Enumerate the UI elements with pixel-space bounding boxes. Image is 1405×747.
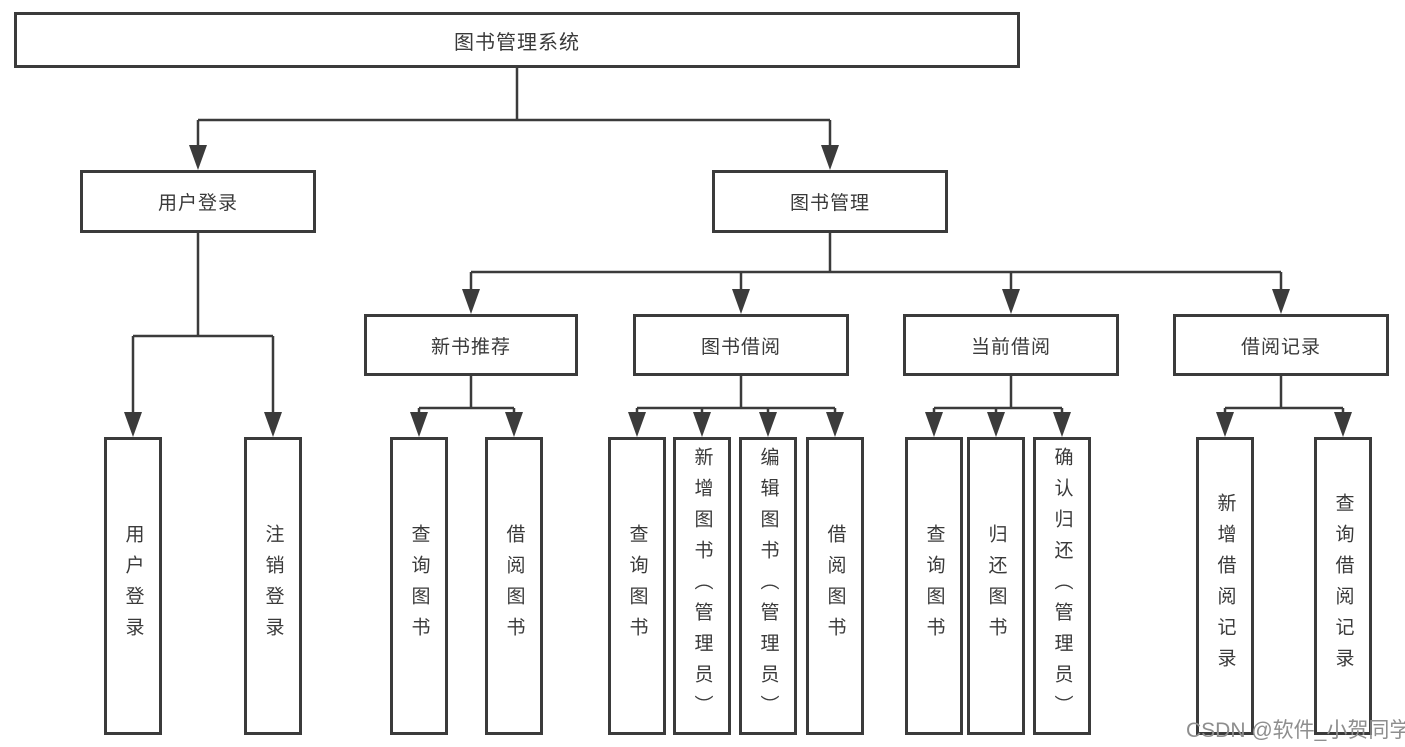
- leaf-query-borrow-record-label: 查询借阅记录: [1332, 493, 1354, 679]
- arrowhead-icon: [1334, 412, 1352, 437]
- leaf-return-book-label: 归还图书: [985, 524, 1007, 648]
- leaf-borrow-books-recommend-label: 借阅图书: [503, 524, 525, 648]
- leaf-confirm-return-admin-label: 确认归还（管理员）: [1051, 446, 1073, 726]
- node-book-borrow: 图书借阅: [633, 314, 849, 376]
- arrowhead-icon: [821, 145, 839, 170]
- leaf-user-login: 用户登录: [104, 437, 162, 735]
- leaf-return-book: 归还图书: [967, 437, 1025, 735]
- edge-borrow-record-split: [1223, 376, 1345, 414]
- edge-user-login-split: [131, 233, 275, 414]
- leaf-add-book-admin-label: 新增图书（管理员）: [691, 446, 713, 726]
- leaf-query-books-current-label: 查询图书: [923, 524, 945, 648]
- node-new-book-recommend-label: 新书推荐: [430, 336, 511, 358]
- arrowhead-icon: [987, 412, 1005, 437]
- leaf-confirm-return-admin: 确认归还（管理员）: [1033, 437, 1091, 735]
- watermark: CSDN @软件_小贺同学: [1186, 719, 1405, 742]
- node-library-system: 图书管理系统: [14, 12, 1020, 68]
- leaf-logout: 注销登录: [244, 437, 302, 735]
- node-library-system-label: 图书管理系统: [454, 31, 580, 54]
- leaf-query-books-current: 查询图书: [905, 437, 963, 735]
- arrowhead-icon: [505, 412, 523, 437]
- leaf-add-borrow-record: 新增借阅记录: [1196, 437, 1254, 735]
- leaf-query-books-borrow: 查询图书: [608, 437, 666, 735]
- arrowhead-icon: [1216, 412, 1234, 437]
- leaf-query-books-recommend: 查询图书: [390, 437, 448, 735]
- arrowhead-icon: [1272, 289, 1290, 314]
- edge-new-book-split: [417, 376, 516, 414]
- arrowhead-icon: [693, 412, 711, 437]
- edge-book-management-split: [469, 233, 1283, 291]
- node-borrow-record-label: 借阅记录: [1240, 336, 1321, 358]
- node-user-login-label: 用户登录: [157, 193, 238, 214]
- leaf-user-login-label: 用户登录: [122, 524, 144, 648]
- leaf-logout-label: 注销登录: [262, 524, 284, 648]
- arrowhead-icon: [189, 145, 207, 170]
- leaf-edit-book-admin-label: 编辑图书（管理员）: [757, 446, 779, 726]
- edge-book-borrow-split: [635, 376, 837, 414]
- leaf-add-book-admin: 新增图书（管理员）: [673, 437, 731, 735]
- leaf-query-borrow-record: 查询借阅记录: [1314, 437, 1372, 735]
- node-book-management: 图书管理: [712, 170, 948, 233]
- arrowhead-icon: [759, 412, 777, 437]
- leaf-borrow-books: 借阅图书: [806, 437, 864, 735]
- arrowhead-icon: [732, 289, 750, 314]
- arrowhead-icon: [628, 412, 646, 437]
- leaf-query-books-recommend-label: 查询图书: [408, 524, 430, 648]
- arrowhead-icon: [826, 412, 844, 437]
- arrowhead-icon: [462, 289, 480, 314]
- node-current-borrow-label: 当前借阅: [970, 336, 1051, 358]
- node-book-borrow-label: 图书借阅: [700, 336, 781, 358]
- leaf-add-borrow-record-label: 新增借阅记录: [1214, 493, 1236, 679]
- arrowhead-icon: [1053, 412, 1071, 437]
- node-new-book-recommend: 新书推荐: [364, 314, 578, 376]
- arrowhead-icon: [264, 412, 282, 437]
- leaf-borrow-books-recommend: 借阅图书: [485, 437, 543, 735]
- arrowhead-icon: [925, 412, 943, 437]
- leaf-edit-book-admin: 编辑图书（管理员）: [739, 437, 797, 735]
- node-borrow-record: 借阅记录: [1173, 314, 1389, 376]
- node-user-login: 用户登录: [80, 170, 316, 233]
- arrowhead-icon: [124, 412, 142, 437]
- leaf-query-books-borrow-label: 查询图书: [626, 524, 648, 648]
- leaf-borrow-books-label: 借阅图书: [824, 524, 846, 648]
- edge-root-split: [196, 68, 832, 147]
- arrowhead-icon: [1002, 289, 1020, 314]
- edge-current-borrow-split: [932, 376, 1064, 414]
- node-book-management-label: 图书管理: [789, 193, 870, 214]
- node-current-borrow: 当前借阅: [903, 314, 1119, 376]
- arrowhead-icon: [410, 412, 428, 437]
